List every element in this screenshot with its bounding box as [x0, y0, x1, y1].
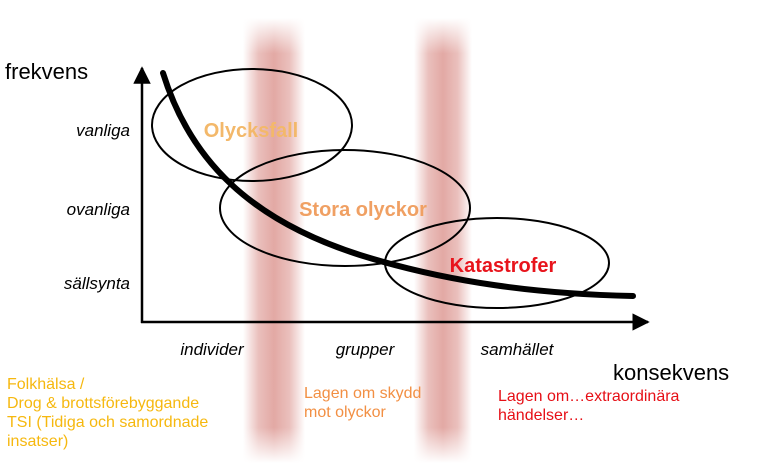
y-axis-label: frekvens	[5, 59, 88, 84]
note-public-health: Folkhälsa / Drog & brottsförebyggande TS…	[7, 375, 267, 451]
note-extraordinary-law: Lagen om…extraordinära händelser…	[498, 387, 738, 425]
band-left-fade	[243, 18, 305, 463]
y-tick-ovanliga: ovanliga	[67, 200, 130, 219]
note-left-line: TSI (Tidiga och samordnade	[7, 414, 209, 431]
y-tick-vanliga: vanliga	[76, 121, 130, 140]
region-label-stora-olyckor: Stora olyckor	[299, 199, 427, 221]
note-right-line: Lagen om…extraordinära	[498, 388, 680, 405]
ellipse-stora-olyckor	[219, 149, 471, 267]
x-tick-individer: individer	[180, 340, 245, 359]
note-left-line: insatser)	[7, 433, 69, 450]
x-tick-grupper: grupper	[336, 340, 396, 359]
note-mid-line: mot olyckor	[304, 404, 386, 421]
y-tick-sallsynta: sällsynta	[64, 274, 130, 293]
note-left-line: Folkhälsa /	[7, 376, 85, 393]
note-accident-law: Lagen om skydd mot olyckor	[304, 384, 464, 422]
note-left-line: Drog & brottsförebyggande	[7, 395, 200, 412]
band-right-fade	[414, 18, 472, 463]
x-axis-label: konsekvens	[613, 360, 729, 385]
risk-curve	[160, 70, 636, 299]
note-mid-line: Lagen om skydd	[304, 385, 422, 402]
x-tick-samhallet: samhället	[481, 340, 555, 359]
region-label-olycksfall: Olycksfall	[204, 120, 299, 142]
note-right-line: händelser…	[498, 407, 585, 424]
ellipse-olycksfall	[151, 68, 353, 182]
region-label-katastrofer: Katastrofer	[450, 255, 557, 277]
